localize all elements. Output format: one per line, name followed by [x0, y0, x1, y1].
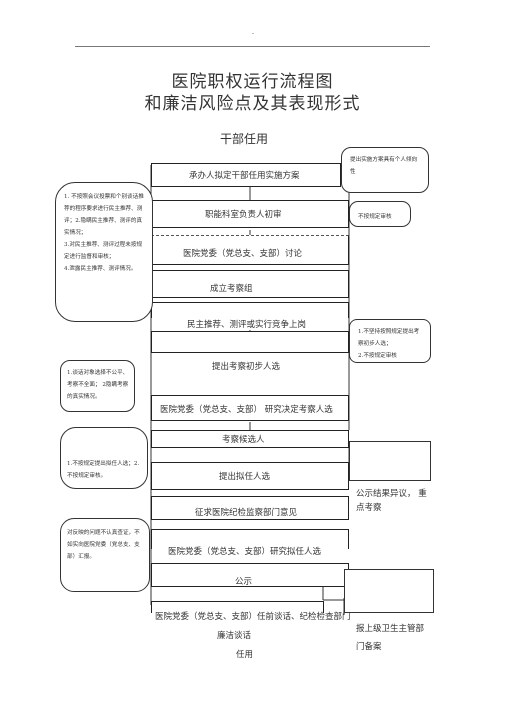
step-box-9 [151, 462, 349, 490]
public-notice-box [349, 441, 431, 481]
step-label-10: 征求医院纪检监察部门意见 [195, 508, 298, 518]
step-box-7 [151, 395, 349, 421]
step-box-2 [151, 200, 349, 228]
step-label-15: 任用 [236, 650, 254, 660]
risk-note-left-bottom-text: 对反映的问题不认真查证，不如实向医院党委（党总支、支部）汇报。 [67, 530, 140, 560]
step-box-8 [151, 430, 349, 448]
step-box-1 [151, 163, 341, 187]
risk-note-second-right-text: 不按规定审核 [358, 214, 392, 220]
title-line-2: 和廉洁风险点及其表现形式 [144, 94, 361, 114]
step-label-2: 职能科室负责人初审 [205, 210, 282, 220]
risk-note-top-right-text: 提出实施方案具有个人倾向性 [350, 157, 418, 175]
step-box-11 [151, 529, 349, 549]
step-box-12 [151, 563, 349, 587]
step-label-13: 医院党委（党总支、支部）任前谈话、纪检检查部门 [155, 612, 351, 622]
step-box-6 [151, 331, 349, 353]
section-title: 干部任用 [220, 132, 269, 146]
step-label-11: 医院党委（党总支、支部）研究拟任人选 [168, 547, 322, 557]
step-box-13 [151, 601, 324, 613]
step-label-6: 提出考察初步人选 [212, 362, 281, 372]
risk-note-left-lower: 1.不按规定提出拟任人选；2.不按规定审核。 [60, 427, 148, 489]
step-label-1: 承办人拟定干部任用实施方案 [189, 171, 300, 181]
step-box-3 [151, 235, 349, 265]
risk-note-left-lower-text: 1.不按规定提出拟任人选；2.不按规定审核。 [67, 461, 140, 479]
risk-note-left-mid: 1.谈话对象选择不公平、考察不全面； 2隐瞒考察的真实情况。 [60, 360, 135, 412]
step-label-7: 医院党委（党总支、支部） 研究决定考察人选 [160, 405, 333, 415]
filing-text: 报上级卫生主管部门备案 [356, 624, 425, 652]
header-rule [75, 46, 430, 47]
risk-note-right-mid-line-2: 2.不按规定审核 [358, 353, 397, 359]
step-box-4 [151, 270, 349, 298]
risk-note-left-big-line-2: 3.对民主推荐、测评过程未按规定进行监督和审核； [64, 242, 143, 260]
step-label-8: 考察候选人 [222, 435, 265, 445]
risk-note-left-big: 1. 不按照会议投票和个别谈话推荐的程序要求进行民主推荐、测评；2.隐瞒民主推荐… [55, 182, 153, 322]
risk-note-left-big-line-1: 1. 不按照会议投票和个别谈话推荐的程序要求进行民主推荐、测评；2.隐瞒民主推荐… [64, 194, 144, 236]
risk-note-right-mid-line-1: 1.不坚持按照规定提出考察初步人选； [358, 329, 420, 347]
risk-note-left-big-line-3: 4.泄露民主推荐、测评情况。 [64, 266, 137, 272]
step-label-9: 提出拟任人选 [219, 472, 271, 482]
risk-note-right-mid: 1.不坚持按照规定提出考察初步人选； 2.不按规定审核 [349, 319, 431, 363]
step-label-3: 医院党委（党总支、支部）讨论 [183, 249, 303, 259]
title-line-1: 医院职权运行流程图 [171, 72, 334, 92]
risk-note-second-right: 不按规定审核 [349, 201, 411, 227]
filing-box [344, 569, 434, 613]
step-box-10 [151, 496, 349, 520]
page-header-mark: - [252, 30, 255, 37]
risk-note-left-bottom: 对反映的问题不认真查证，不如实向医院党委（党总支、支部）汇报。 [60, 518, 150, 592]
step-label-4: 成立考察组 [210, 284, 253, 294]
step-box-5 [151, 302, 349, 318]
public-notice-objection-text: 公示结果异议， 重点考察 [356, 489, 427, 513]
step-label-12: 公示 [235, 577, 253, 587]
risk-note-left-mid-text: 1.谈话对象选择不公平、考察不全面； 2隐瞒考察的真实情况。 [67, 370, 129, 400]
step-label-14: 廉洁谈话 [217, 631, 252, 641]
step-label-5: 民主推荐、测评或实行竞争上岗 [187, 320, 307, 330]
risk-note-top-right: 提出实施方案具有个人倾向性 [341, 147, 429, 193]
